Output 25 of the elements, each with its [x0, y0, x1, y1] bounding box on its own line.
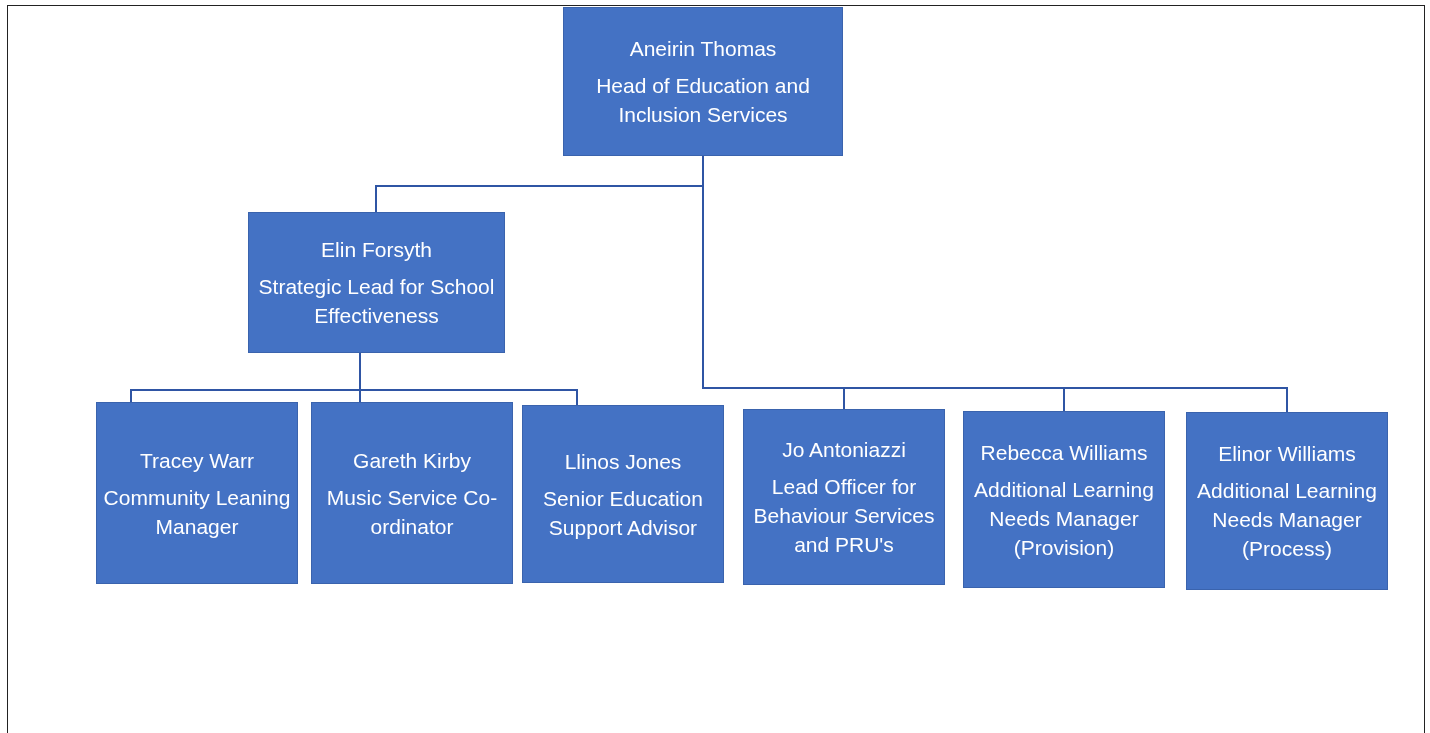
role-box — [963, 411, 1165, 588]
job-title: Additional Learning Needs Manager (Provision) — [973, 476, 1155, 561]
job-title: Community Leaning Manager — [102, 484, 292, 540]
role-box — [248, 212, 505, 353]
role-box — [563, 7, 843, 156]
role-box — [522, 405, 724, 583]
job-title: Senior Education Support Advisor — [542, 485, 704, 541]
person-name: Gareth Kirby — [353, 447, 471, 474]
role-box — [96, 402, 298, 584]
person-name: Aneirin Thomas — [629, 36, 777, 62]
role-box — [743, 409, 945, 585]
connector-line — [359, 352, 578, 406]
person-name: Llinos Jones — [564, 448, 682, 475]
person-name: Tracey Warr — [140, 447, 254, 474]
person-name: Elinor Williams — [1218, 441, 1356, 467]
person-name: Elin Forsyth — [321, 237, 432, 263]
role-box — [311, 402, 513, 584]
job-title: Additional Learning Needs Manager (Process) — [1196, 478, 1378, 562]
person-name: Rebecca Williams — [980, 439, 1148, 466]
job-title: Strategic Lead for School Effectiveness — [257, 274, 496, 329]
job-title: Head of Education and Inclusion Services — [595, 73, 811, 128]
job-title: Music Service Co-ordinator — [325, 484, 499, 540]
job-title: Lead Officer for Behaviour Services and PRU's — [752, 474, 936, 558]
role-box — [1186, 412, 1388, 590]
person-name: Jo Antoniazzi — [782, 437, 906, 463]
